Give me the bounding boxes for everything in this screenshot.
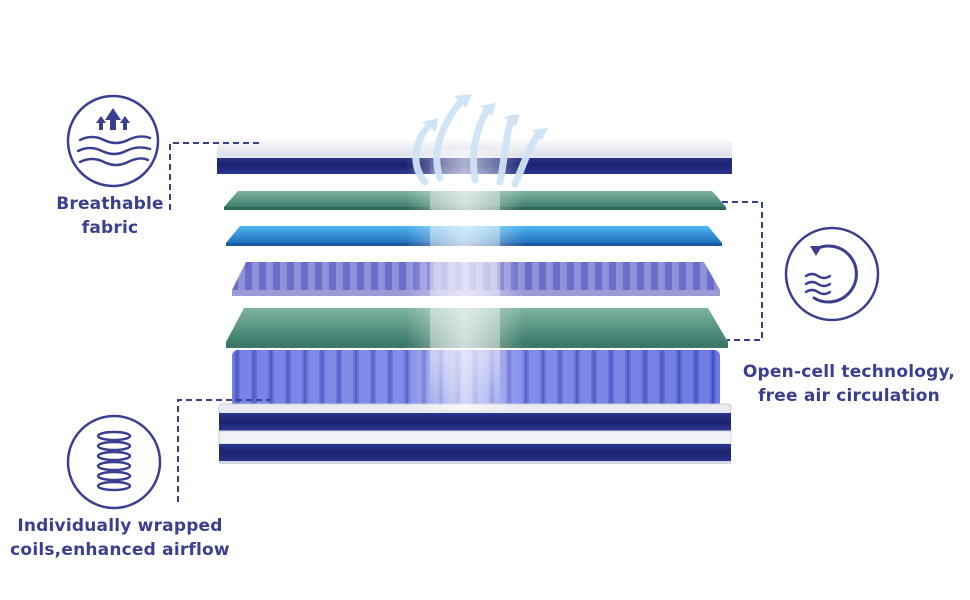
coils-label: Individually wrapped coils,enhanced airf… bbox=[4, 514, 236, 562]
base-layer bbox=[218, 403, 732, 464]
airflow-column bbox=[405, 150, 525, 410]
coil-spring-icon bbox=[66, 414, 162, 510]
leader-lines bbox=[169, 142, 763, 502]
breathable-fabric-line2: fabric bbox=[81, 218, 139, 238]
airflow-arrowheads bbox=[422, 94, 548, 140]
breathable-fabric-line1: Breathable bbox=[56, 194, 164, 214]
coils-line1: Individually wrapped bbox=[17, 516, 223, 536]
breathable-fabric-icon bbox=[66, 94, 160, 188]
open-cell-label: Open-cell technology, free air circulati… bbox=[738, 360, 960, 408]
airflow-arrows bbox=[412, 96, 544, 188]
open-cell-line2: free air circulation bbox=[758, 386, 940, 406]
breathable-fabric-label: Breathable fabric bbox=[40, 192, 180, 240]
open-cell-line1: Open-cell technology, bbox=[742, 362, 956, 382]
air-circulation-icon bbox=[784, 226, 880, 322]
coils-line2: coils,enhanced airflow bbox=[10, 540, 230, 560]
